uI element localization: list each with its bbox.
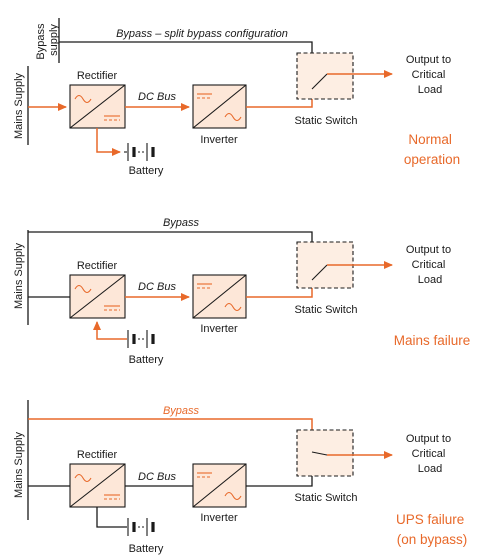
- mains-supply-label: Mains Supply: [13, 242, 25, 309]
- bypass-label: Bypass: [163, 405, 200, 417]
- inverter-block: [192, 274, 247, 319]
- inverter-block: [192, 463, 247, 508]
- bypass-supply-label-line1: Bypass: [35, 23, 47, 60]
- inverter-label: Inverter: [200, 323, 238, 335]
- rectifier-to-battery-line: [96, 507, 127, 528]
- bypass-supply-label-line2: supply: [48, 24, 60, 56]
- dc-bus-label: DC Bus: [138, 91, 176, 103]
- battery-label: Battery: [129, 354, 164, 366]
- panel-normal-operation: Bypass supply Bypass – split bypass conf…: [13, 18, 460, 177]
- rectifier-label: Rectifier: [77, 449, 118, 461]
- mains-supply-label: Mains Supply: [13, 431, 25, 498]
- inverter-block: [192, 84, 247, 129]
- output-label: Output to Critical Load: [406, 54, 454, 96]
- static-switch-label: Static Switch: [295, 492, 358, 504]
- panel-ups-failure: Mains Supply Bypass Rectifier Battery DC…: [13, 400, 468, 555]
- battery-icon: [120, 330, 155, 348]
- rectifier-block: [69, 274, 126, 319]
- switch-blade: [311, 264, 328, 281]
- inverter-label: Inverter: [200, 134, 238, 146]
- status-title: Normal operation: [404, 132, 460, 167]
- rectifier-block: [69, 463, 126, 508]
- svg-text:Bypass supply: Bypass supply: [35, 20, 60, 59]
- battery-icon: [127, 518, 155, 536]
- switch-blade: [311, 451, 328, 456]
- static-switch: [296, 429, 354, 477]
- static-switch-label: Static Switch: [295, 115, 358, 127]
- rectifier-block: [69, 84, 126, 129]
- panel-mains-failure: Mains Supply Bypass Rectifier Battery: [13, 217, 470, 366]
- mains-supply-label: Mains Supply: [13, 72, 25, 139]
- status-title: Mains failure: [394, 333, 471, 348]
- rectifier-label: Rectifier: [77, 260, 118, 272]
- battery-to-dcbus-arrow: [93, 321, 120, 340]
- status-title: UPS failure (on bypass): [396, 512, 468, 547]
- output-label: Output to Critical Load: [406, 244, 454, 286]
- bypass-label: Bypass – split bypass configuration: [116, 28, 288, 40]
- bypass-arrow: [28, 418, 316, 449]
- bypass-line: [28, 231, 313, 263]
- output-label: Output to Critical Load: [406, 433, 454, 475]
- dc-bus-label: DC Bus: [138, 281, 176, 293]
- static-switch-label: Static Switch: [295, 304, 358, 316]
- battery-label: Battery: [129, 543, 164, 555]
- bypass-label: Bypass: [163, 217, 200, 229]
- dc-bus-label: DC Bus: [138, 471, 176, 483]
- inverter-label: Inverter: [200, 512, 238, 524]
- switch-blade: [311, 73, 328, 90]
- battery-label: Battery: [129, 165, 164, 177]
- rectifier-label: Rectifier: [77, 70, 118, 82]
- rectifier-to-battery-arrow: [96, 128, 121, 156]
- battery-icon: [124, 143, 155, 161]
